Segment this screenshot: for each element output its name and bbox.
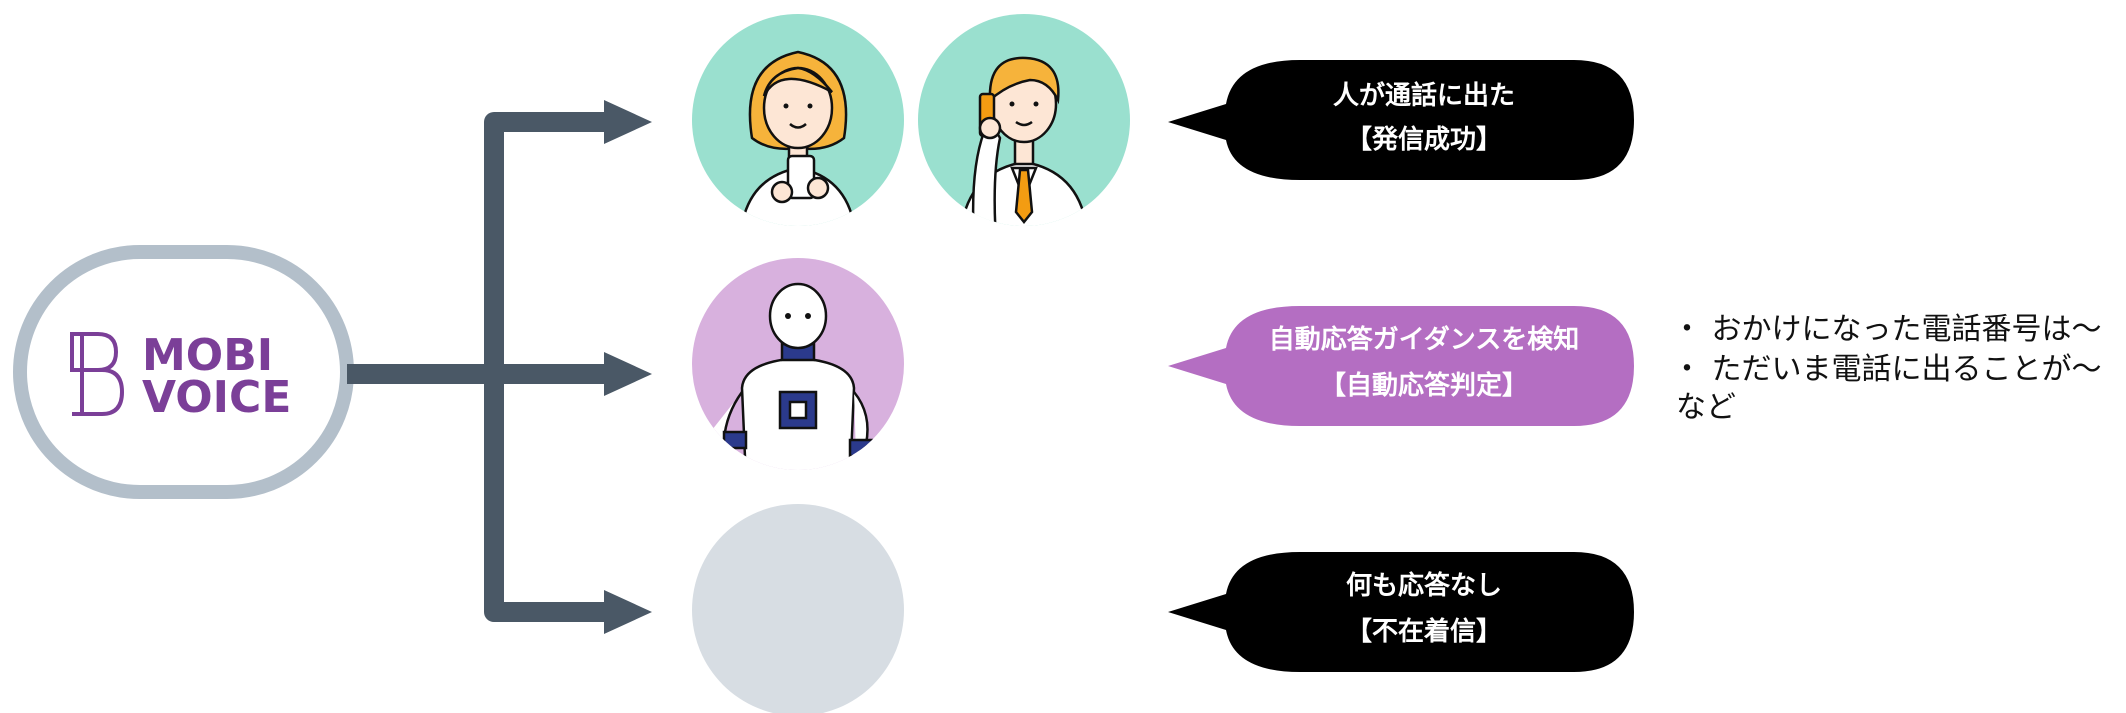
note-item-2: ・ ただいま電話に出ることが〜	[1672, 352, 2102, 387]
note-suffix: など	[1676, 390, 1736, 425]
outcome-bubble-answered: 人が通話に出た 【発信成功】	[1168, 60, 1634, 180]
note-item-1: ・ おかけになった電話番号は〜	[1672, 312, 2102, 347]
outcome-3-line2: 【不在着信】	[1346, 616, 1502, 647]
branch-bracket	[484, 112, 604, 622]
logo-line1: MOBI	[142, 330, 273, 381]
mobivoice-logo: MOBI VOICE	[13, 245, 354, 499]
arrowheads	[604, 100, 652, 634]
no-answer-circle	[692, 504, 904, 713]
outcome-bubble-auto-answer: 自動応答ガイダンスを検知 【自動応答判定】	[1168, 306, 1634, 426]
bubble-shape-2	[1168, 306, 1634, 426]
logo-mark-icon	[70, 332, 125, 416]
outcome-2-line2: 【自動応答判定】	[1320, 370, 1528, 401]
arrow-head-middle	[604, 352, 652, 396]
outcome-1-line1: 人が通話に出た	[1333, 80, 1515, 111]
robot-icon	[692, 258, 904, 470]
arrow-head-top	[604, 100, 652, 144]
bubble-shape-3	[1168, 552, 1634, 672]
bubble-shape-1	[1168, 60, 1634, 180]
outcome-2-line1: 自動応答ガイダンスを検知	[1269, 324, 1579, 355]
outcome-3-line1: 何も応答なし	[1346, 570, 1502, 601]
outcome-1-line2: 【発信成功】	[1346, 125, 1502, 155]
branch-connector	[347, 112, 604, 622]
businessman-on-phone-icon	[918, 14, 1130, 226]
outcome-bubble-no-answer: 何も応答なし 【不在着信】	[1168, 552, 1634, 672]
woman-with-smartphone-icon	[692, 14, 904, 226]
logo-line2: VOICE	[142, 372, 291, 423]
arrow-head-bottom	[604, 590, 652, 634]
auto-answer-examples: ・ おかけになった電話番号は〜 ・ ただいま電話に出ることが〜 など	[1672, 312, 2102, 425]
